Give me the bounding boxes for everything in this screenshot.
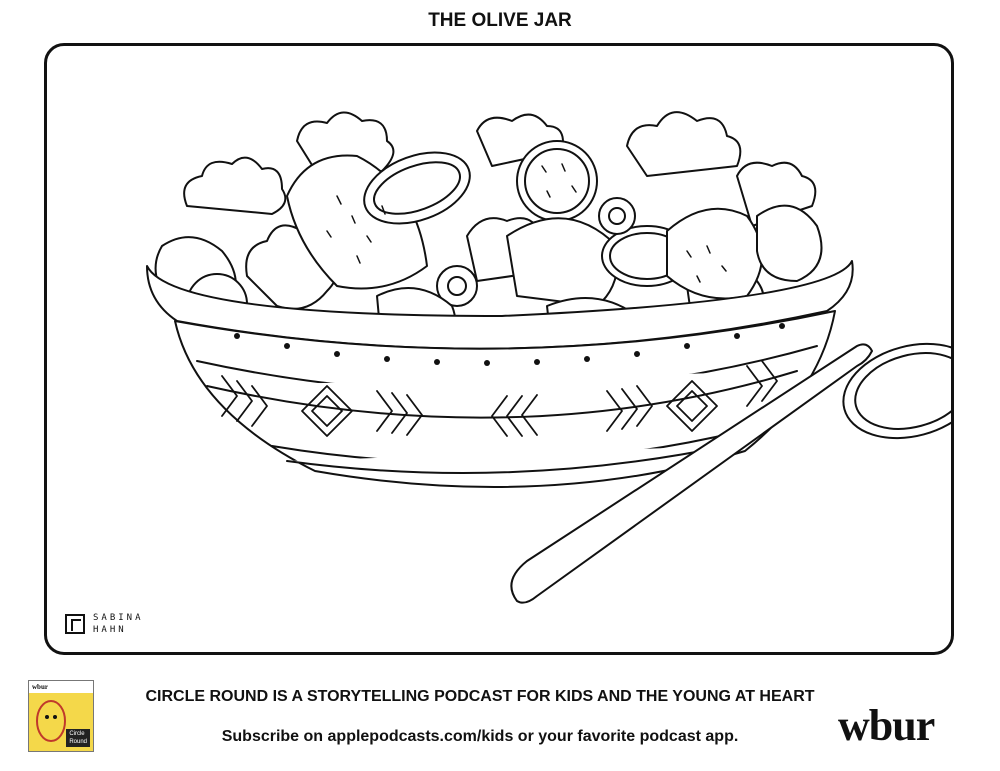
coloring-artwork-frame: SABINA HAHN [44,43,954,655]
vegetable-slices [154,140,823,352]
artist-name-last: HAHN [93,625,127,635]
salad-bowl-illustration [146,111,951,604]
subscribe-text: Subscribe on applepodcasts.com/kids or y… [221,728,739,745]
serving-spoon [510,342,951,604]
page-title: THE OLIVE JAR [428,10,572,31]
artist-logo-icon [65,614,85,634]
podcast-cover-art: wbur Circle Round [28,680,94,752]
footer: wbur Circle Round CIRCLE ROUND IS A STOR… [0,672,1000,771]
bowl-dots [234,323,785,366]
lion-face-icon [36,700,66,742]
artist-signature: SABINA HAHN [65,612,144,636]
podcast-tagline: CIRCLE ROUND IS A STORYTELLING PODCAST F… [145,688,815,705]
wbur-logo: wbur [838,701,935,750]
podcast-art-caption: Circle Round [66,729,90,747]
bowl-zigzag-pattern [221,360,778,437]
artist-name-first: SABINA [93,613,144,623]
podcast-art-brand: wbur [29,681,93,693]
